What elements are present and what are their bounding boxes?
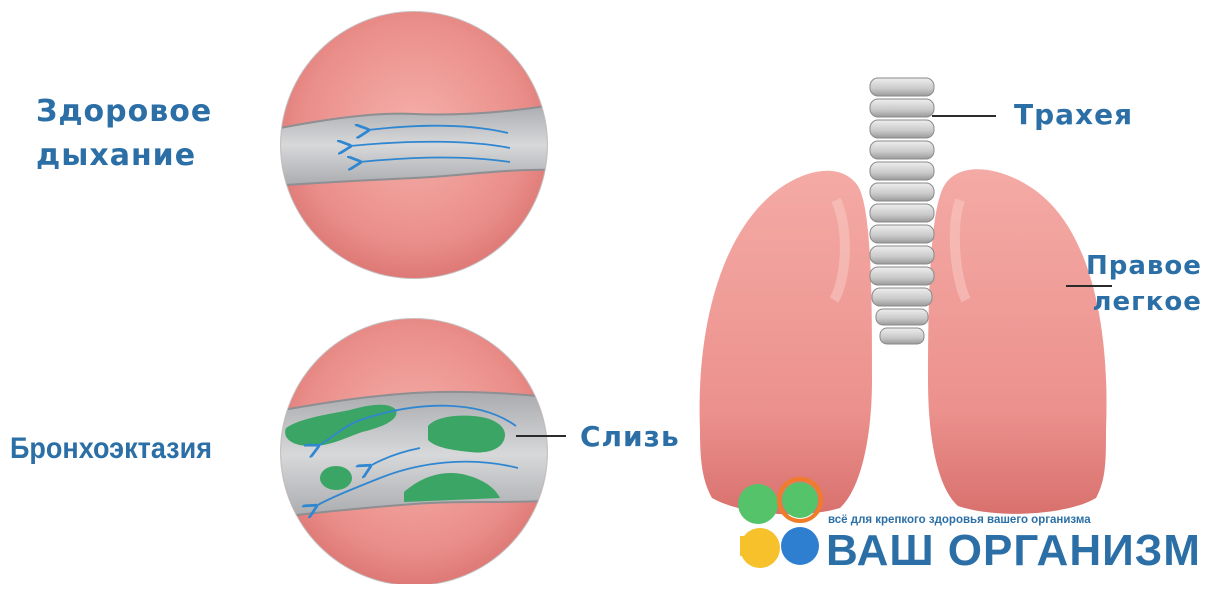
- healthy-label-line2: дыхание: [36, 134, 212, 178]
- lungs-illustration: [700, 78, 1112, 514]
- bronchiectasis-label: Бронхоэктазия: [10, 432, 212, 466]
- trachea-rings: [870, 78, 934, 344]
- lung-label-line2: легкое: [1086, 284, 1202, 320]
- mucus-label: Слизь: [580, 420, 680, 453]
- bronchiectasis-circle: [270, 318, 566, 584]
- brand-tagline: всё для крепкого здоровья вашего организ…: [828, 514, 1091, 526]
- trachea-label: Трахея: [1014, 98, 1133, 131]
- healthy-airway-circle: [270, 11, 560, 279]
- lung-label-line1: Правое: [1086, 248, 1202, 284]
- mucus-blob: [320, 466, 352, 490]
- healthy-label-line1: Здоровое: [36, 90, 212, 134]
- right-lung-label: Правое легкое: [1086, 248, 1202, 320]
- healthy-breathing-label: Здоровое дыхание: [36, 90, 212, 178]
- brand-logo-icon: [738, 479, 821, 568]
- brand-name: ВАШ ОРГАНИЗМ: [826, 526, 1201, 576]
